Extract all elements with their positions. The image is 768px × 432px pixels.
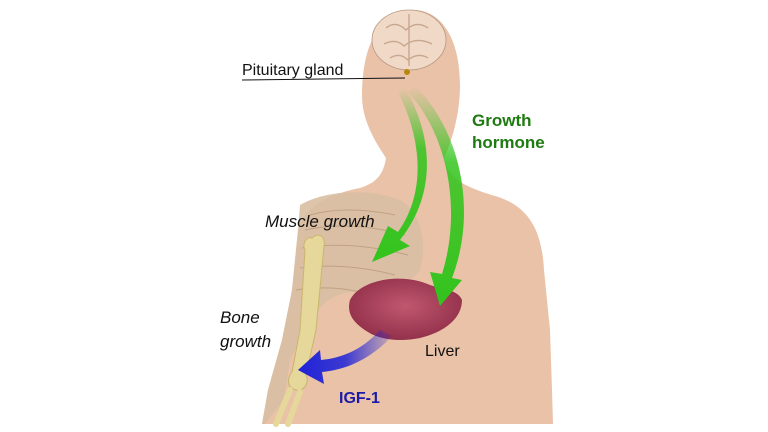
growth-hormone-label-line2: hormone — [472, 133, 545, 152]
pituitary-leader-line — [241, 77, 406, 81]
growth-hormone-label: Growth hormone — [472, 110, 545, 154]
igf1-arrow — [298, 330, 392, 384]
growth-hormone-label-line1: Growth — [472, 111, 532, 130]
growth-hormone-arrow-to-muscle — [372, 88, 427, 262]
humerus-bone — [288, 234, 325, 391]
pituitary-gland-label: Pituitary gland — [242, 62, 344, 79]
bone-growth-label-line1: Bone — [220, 308, 260, 327]
liver-organ — [349, 278, 462, 340]
pituitary-gland — [404, 69, 410, 75]
liver-label: Liver — [425, 343, 460, 360]
igf1-label: IGF-1 — [339, 390, 380, 407]
muscle-growth-label: Muscle growth — [265, 212, 375, 231]
bone-growth-label: Bone growth — [220, 306, 271, 354]
brain-folds — [383, 14, 433, 66]
bone-growth-label-line2: growth — [220, 332, 272, 351]
muscle-striations — [295, 209, 409, 293]
forearm-bone — [273, 387, 303, 427]
growth-hormone-arrow-to-liver — [408, 86, 465, 306]
